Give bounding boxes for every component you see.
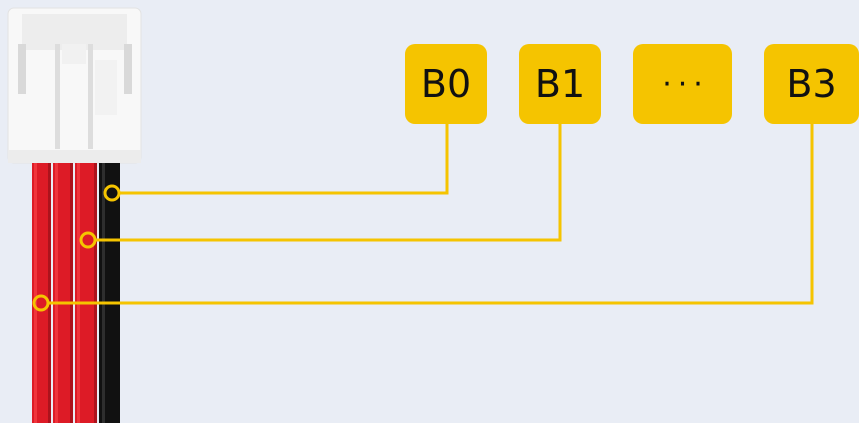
terminals [32,184,121,312]
label-b3-text: B3 [786,62,837,106]
wire-red-3 [75,163,97,423]
connector-housing [7,7,142,164]
terminal-b3 [32,294,50,312]
wire-bundle [32,163,120,423]
leader-line-b3 [48,124,814,305]
label-b0-text: B0 [420,62,472,106]
label-b3: B3 [764,44,859,124]
leader-lines [48,124,814,305]
leader-line-b1 [96,124,562,242]
leader-line-b0 [119,124,449,195]
terminal-b0 [103,184,121,202]
label-ellipsis: ··· [633,44,732,124]
label-ellipsis-text: ··· [662,66,709,102]
label-b1: B1 [519,44,601,124]
label-b1-text: B1 [534,62,586,106]
terminal-b1 [79,231,97,249]
label-b0: B0 [405,44,487,124]
